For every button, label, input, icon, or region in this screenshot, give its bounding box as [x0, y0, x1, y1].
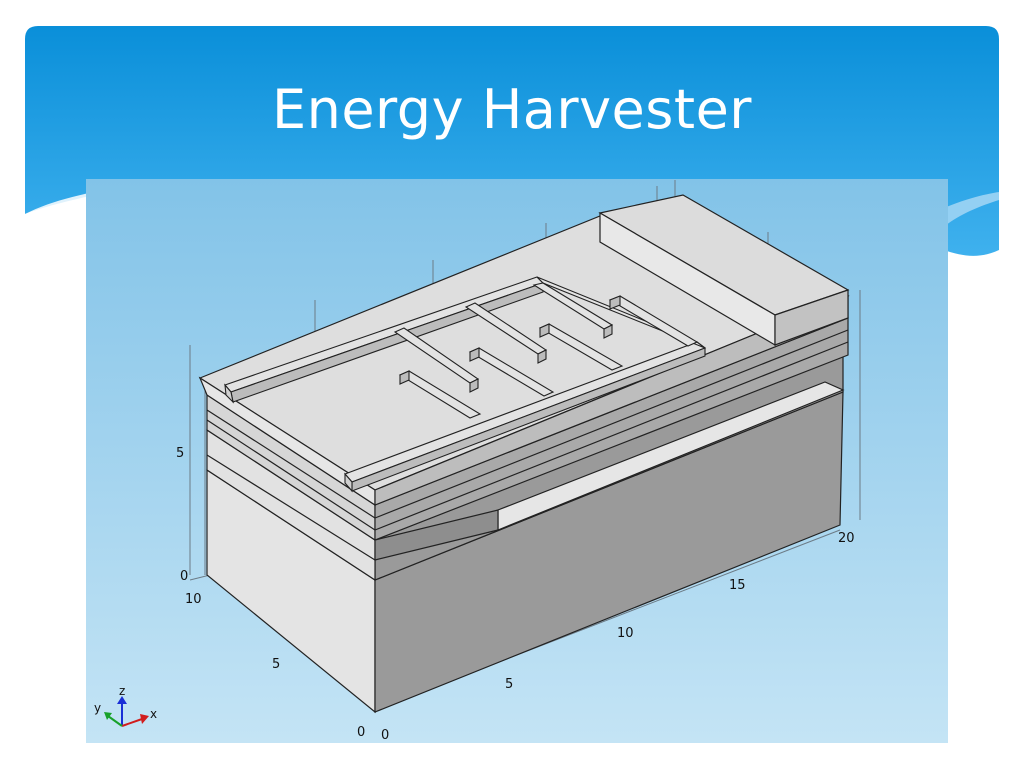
slide-title: Energy Harvester	[271, 78, 753, 141]
tick-depth-5: 5	[272, 657, 280, 672]
triad-y-label: y	[94, 701, 101, 715]
tick-horizontal-0: 0	[381, 728, 389, 743]
tick-vertical-0: 0	[180, 569, 188, 584]
tick-horizontal-10: 10	[617, 626, 634, 641]
axis-tick-labels: 5 0 10 5 0 0 5 10 15 20	[176, 446, 855, 743]
triad-x-label: x	[150, 707, 157, 721]
tick-horizontal-5: 5	[505, 677, 513, 692]
raised-pad	[598, 194, 850, 347]
tick-depth-10: 10	[185, 592, 202, 607]
tick-horizontal-20: 20	[838, 531, 855, 546]
comb-electrode-structure	[224, 276, 707, 493]
triad-z-label: z	[119, 684, 125, 698]
orientation-triad: z x y	[94, 684, 157, 727]
tick-vertical-5: 5	[176, 446, 184, 461]
tick-depth-0: 0	[357, 725, 365, 740]
tick-horizontal-15: 15	[729, 578, 746, 593]
layer-stack	[206, 317, 849, 561]
cad-geometry-figure: 5 0 10 5 0 0 5 10 15 20 z x	[86, 179, 948, 743]
